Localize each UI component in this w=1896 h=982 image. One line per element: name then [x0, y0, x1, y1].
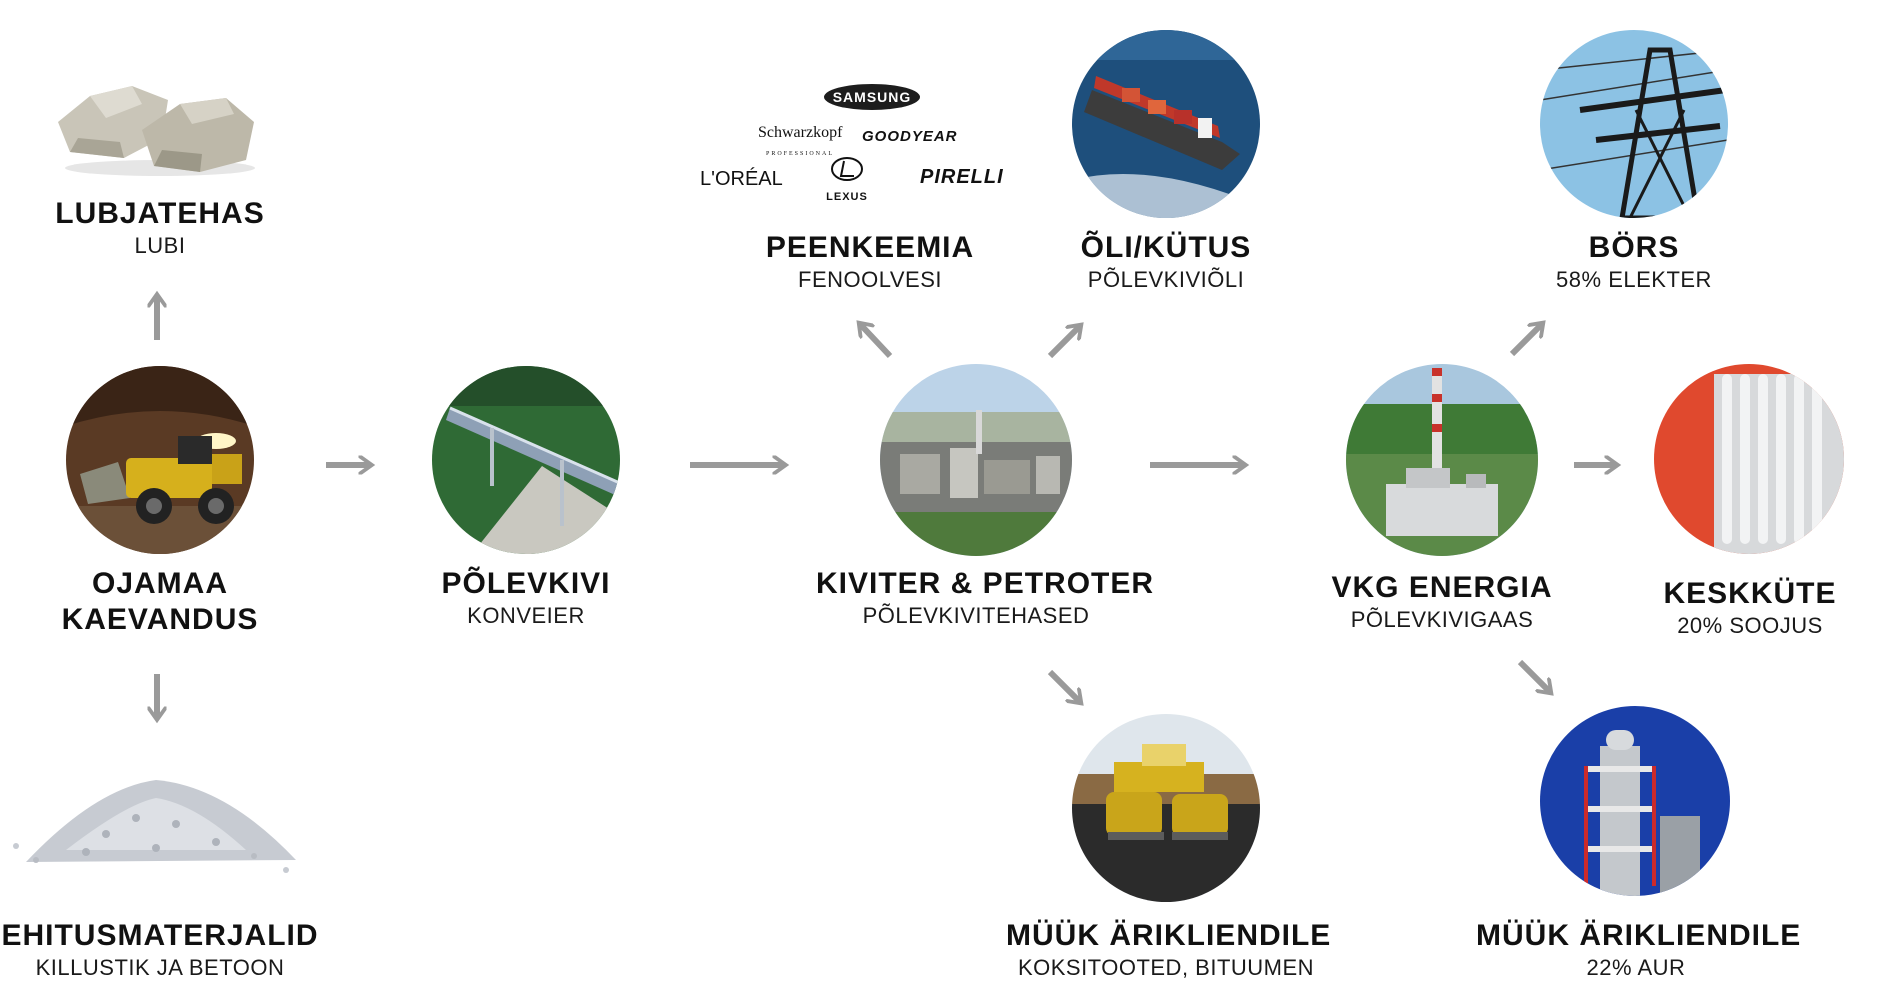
node-keskkute: KESKKÜTE 20% SOOJUS [1630, 576, 1870, 640]
node-vkg-energia: VKG ENERGIA PÕLEVKIVIGAAS [1322, 570, 1562, 634]
node-muuk-arikliendile-2: MÜÜK ÄRIKLIENDILE 22% AUR [1476, 918, 1802, 982]
oil-plant-image [880, 364, 1072, 556]
node-title: LUBJATEHAS [55, 197, 265, 230]
node-title: KIVITER & PETROTER [816, 567, 1155, 600]
node-subtitle: 22% AUR [1586, 955, 1686, 980]
node-subtitle: 58% ELEKTER [1556, 267, 1712, 292]
node-subtitle: LUBI [134, 233, 186, 258]
steam-tower-image [1540, 706, 1730, 896]
mine-loader-image [66, 366, 254, 554]
cargo-ship-image [1072, 30, 1260, 218]
node-title: PEENKEEMIA [765, 231, 975, 264]
power-plant-image [1346, 364, 1538, 556]
arrow-downright-muuk1 [1047, 669, 1080, 702]
radiator-image [1654, 364, 1844, 554]
node-title: BÖRS [1588, 231, 1680, 264]
road-roller-image [1072, 714, 1260, 902]
limestone-rocks-image [50, 60, 260, 180]
node-title-line2: KAEVANDUS [61, 603, 259, 636]
arrow-upright-oli [1047, 326, 1080, 359]
node-subtitle: KOKSITOOTED, BITUUMEN [1017, 955, 1315, 980]
node-title: KESKKÜTE [1663, 577, 1837, 610]
goodyear-logo: GOODYEAR [862, 128, 958, 145]
node-title: MÜÜK ÄRIKLIENDILE [1006, 919, 1332, 952]
node-title: VKG ENERGIA [1331, 571, 1553, 604]
node-peenkeemia: PEENKEEMIA FENOOLVESI [750, 230, 990, 294]
conveyor-image [432, 366, 620, 554]
node-subtitle: PÕLEVKIVIGAAS [1350, 607, 1534, 632]
node-kiviter-petroter: KIVITER & PETROTER PÕLEVKIVITEHASED [816, 566, 1155, 630]
node-title-line1: OJAMAA [91, 567, 228, 600]
node-subtitle: KILLUSTIK JA BETOON [35, 955, 285, 980]
node-subtitle: FENOOLVESI [798, 267, 942, 292]
lexus-emblem-icon [831, 157, 863, 181]
node-bors: BÖRS 58% ELEKTER [1514, 230, 1754, 294]
node-title: PÕLEVKIVI [441, 567, 611, 600]
node-title: EHITUSMATERJALID [1, 919, 319, 952]
node-title: ÕLI/KÜTUS [1080, 231, 1252, 264]
node-polevkivi: PÕLEVKIVI KONVEIER [406, 566, 646, 630]
arrow-upright-bors [1509, 324, 1542, 357]
arrow-upleft-peenkeemia [860, 324, 893, 359]
lexus-logo: LEXUS [812, 156, 882, 205]
node-subtitle: PÕLEVKIVITEHASED [862, 603, 1090, 628]
samsung-logo: SAMSUNG [824, 84, 920, 110]
pirelli-logo: PIRELLI [920, 166, 1004, 188]
node-lubjatehas: LUBJATEHAS LUBI [40, 196, 280, 260]
schwarzkopf-text: Schwarzkopf [758, 124, 843, 141]
loreal-logo: L'ORÉAL [700, 168, 783, 190]
power-pylon-image [1540, 30, 1728, 218]
node-ojamaa: OJAMAA KAEVANDUS [40, 566, 280, 638]
node-subtitle: PÕLEVKIVIÕLI [1087, 267, 1245, 292]
brand-logos: SAMSUNG Schwarzkopf PROFESSIONAL GOODYEA… [700, 80, 1030, 204]
node-oli-kutus: ÕLI/KÜTUS PÕLEVKIVIÕLI [1046, 230, 1286, 294]
gravel-pile-image [6, 764, 302, 884]
node-subtitle: KONVEIER [467, 603, 585, 628]
lexus-text: LEXUS [826, 191, 868, 203]
arrow-downright-muuk2 [1517, 659, 1550, 692]
schwarzkopf-subtext: PROFESSIONAL [765, 151, 834, 157]
node-muuk-arikliendile-1: MÜÜK ÄRIKLIENDILE KOKSITOOTED, BITUUMEN [1006, 918, 1332, 982]
node-ehitusmaterjalid: EHITUSMATERJALID KILLUSTIK JA BETOON [0, 918, 320, 982]
node-subtitle: 20% SOOJUS [1677, 613, 1823, 638]
node-title: MÜÜK ÄRIKLIENDILE [1476, 919, 1802, 952]
schwarzkopf-logo: Schwarzkopf PROFESSIONAL [758, 124, 842, 160]
